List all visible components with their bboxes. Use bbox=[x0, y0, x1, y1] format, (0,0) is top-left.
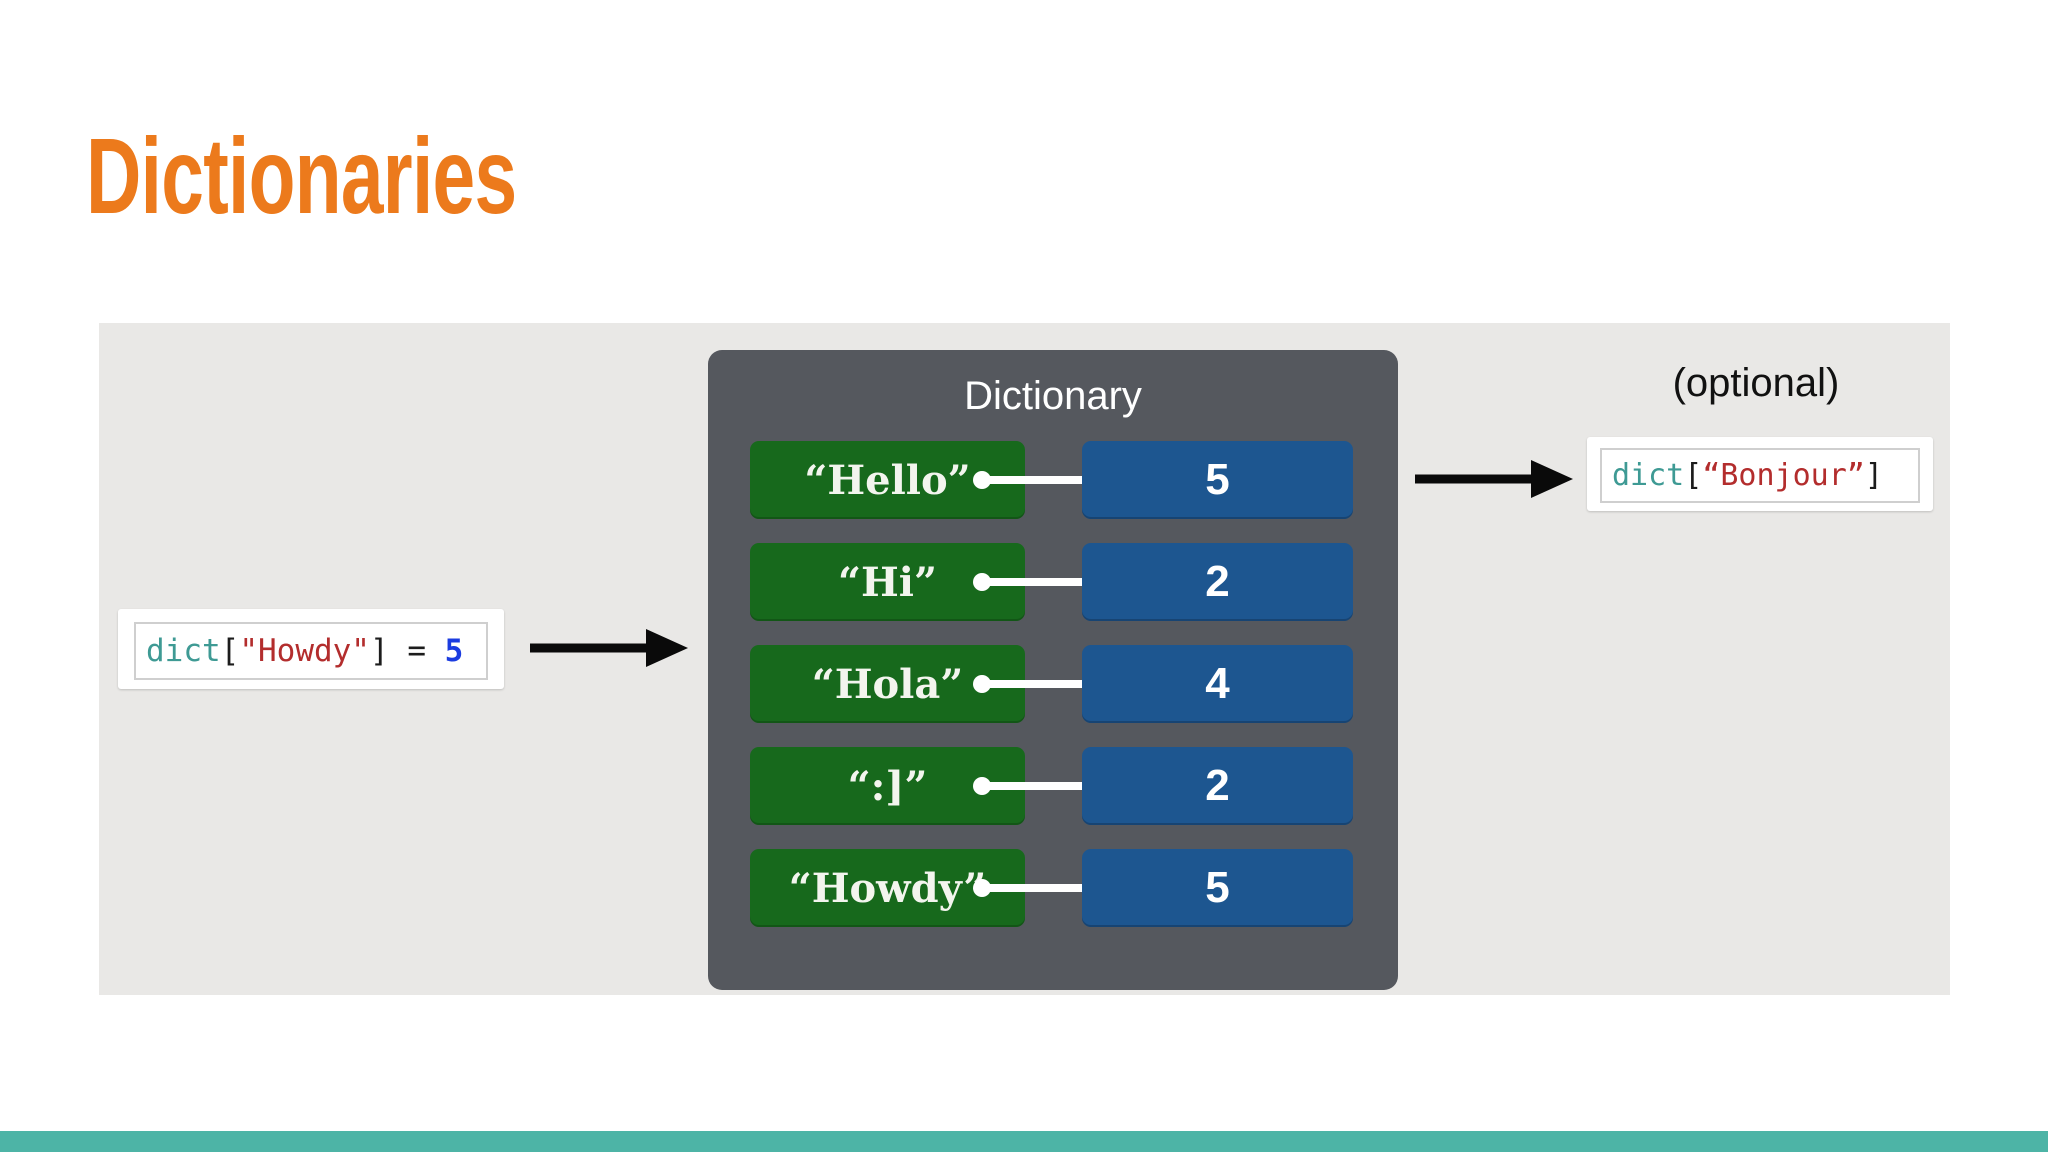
dictionary-entry-row: “:]” 2 bbox=[750, 747, 1353, 825]
assignment-code-text: dict["Howdy"] = 5 bbox=[134, 622, 488, 680]
code-token: 5 bbox=[444, 633, 464, 669]
value-box: 2 bbox=[1082, 543, 1353, 621]
value-label: 4 bbox=[1205, 659, 1230, 708]
key-label: “Howdy” bbox=[788, 864, 987, 912]
value-box: 5 bbox=[1082, 849, 1353, 927]
key-label: “Hola” bbox=[811, 660, 964, 708]
code-token: [ bbox=[1684, 458, 1703, 493]
value-label: 2 bbox=[1205, 761, 1230, 810]
value-label: 5 bbox=[1205, 863, 1230, 912]
assignment-code-card: dict["Howdy"] = 5 bbox=[118, 609, 504, 698]
code-token: ] bbox=[1864, 458, 1883, 493]
code-token: ] bbox=[369, 633, 389, 669]
value-label: 2 bbox=[1205, 557, 1230, 606]
footer-bar bbox=[0, 1131, 2048, 1152]
dictionary-rows: “Hello” 5 “Hi” 2 “Hola” 4 “:]” 2 “Howdy” 5 bbox=[750, 441, 1353, 951]
dictionary-title: Dictionary bbox=[964, 374, 1142, 418]
dictionary-entry-row: “Hello” 5 bbox=[750, 441, 1353, 519]
key-label: “Hi” bbox=[837, 558, 937, 606]
page-title: Dictionaries bbox=[86, 115, 517, 236]
dictionary-entry-row: “Hola” 4 bbox=[750, 645, 1353, 723]
value-box: 2 bbox=[1082, 747, 1353, 825]
code-token: dict bbox=[1612, 458, 1685, 493]
lookup-arrow-icon bbox=[1415, 460, 1573, 498]
key-label: “:]” bbox=[847, 762, 928, 810]
code-token: [ bbox=[220, 633, 240, 669]
lookup-code-text: dict[“Bonjour”] bbox=[1600, 448, 1920, 503]
dictionary-entry-row: “Howdy” 5 bbox=[750, 849, 1353, 927]
code-token: = bbox=[388, 633, 445, 669]
lookup-code-card: dict[“Bonjour”] bbox=[1587, 437, 1933, 520]
code-token: "Howdy" bbox=[239, 633, 370, 669]
dictionary-box: Dictionary “Hello” 5 “Hi” 2 “Hola” 4 “:]” 2 “How… bbox=[708, 350, 1398, 990]
value-box: 4 bbox=[1082, 645, 1353, 723]
value-box: 5 bbox=[1082, 441, 1353, 519]
assignment-arrow-icon bbox=[530, 629, 688, 667]
code-token: “Bonjour” bbox=[1702, 458, 1865, 493]
diagram-panel: dict["Howdy"] = 5 Dictionary “Hello”5“Hi… bbox=[99, 323, 1950, 995]
key-box: “Hello” bbox=[750, 441, 1025, 519]
optional-label: (optional) bbox=[1672, 361, 1840, 405]
key-label: “Hello” bbox=[804, 456, 971, 504]
value-label: 5 bbox=[1205, 455, 1230, 504]
code-token: dict bbox=[146, 633, 221, 669]
dictionary-entry-row: “Hi” 2 bbox=[750, 543, 1353, 621]
